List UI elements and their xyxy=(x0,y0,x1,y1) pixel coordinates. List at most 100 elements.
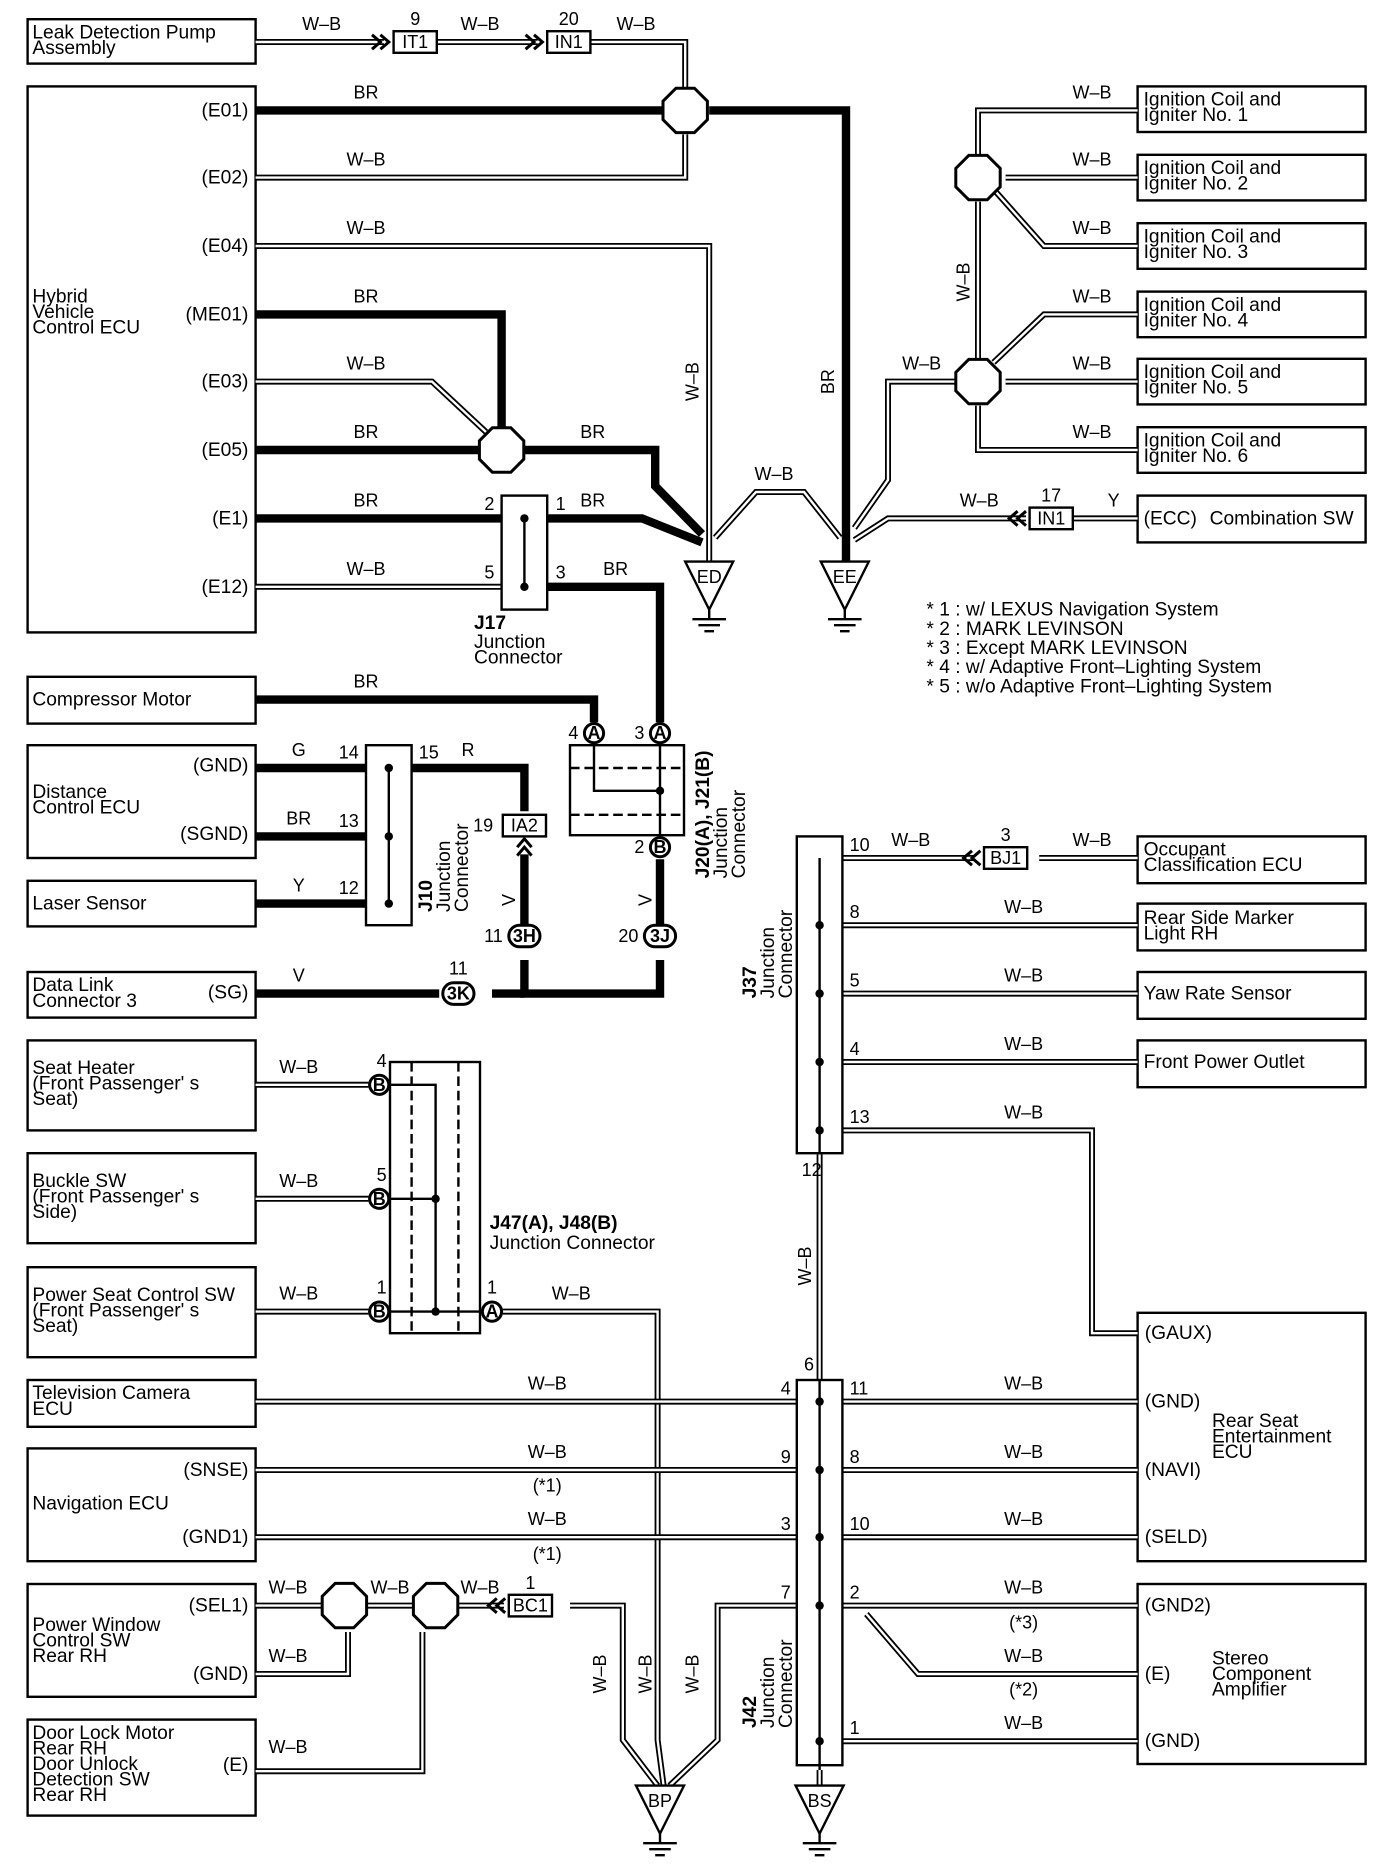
wires-layer xyxy=(255,39,1138,1789)
j20-pin-a-3: A xyxy=(648,722,672,745)
j17-pin-3: 3 xyxy=(556,562,566,582)
ground-ed-label: ED xyxy=(697,567,722,587)
wire-in1-to-splice xyxy=(590,39,689,88)
j10-title: J10 xyxy=(416,880,437,912)
note-3: (*3) xyxy=(1009,1612,1038,1632)
occupant-classification-ecu-box xyxy=(1136,835,1367,885)
wire-splice-to-ed xyxy=(524,445,706,537)
ground-ee-label: EE xyxy=(833,567,857,587)
wire-color-label-6: W–B xyxy=(346,218,385,238)
j37-dot-3 xyxy=(815,1057,824,1067)
components-layer xyxy=(26,18,1367,1817)
wire-color-label-11: BR xyxy=(353,490,378,510)
j47-pin-1: 1 xyxy=(487,1278,497,1298)
buckle-sw-name-line-3: Side) xyxy=(32,1202,77,1223)
wire-color-label-42: W–B xyxy=(1004,1646,1043,1666)
j20-j21-title: J20(A), J21(B) xyxy=(693,750,714,878)
j20-dashed xyxy=(570,766,685,817)
hv-ecu-pin-1: (E01) xyxy=(201,100,248,121)
connector-3j-pin: 20 xyxy=(618,926,638,946)
door-lock-motor-name-line-5: Rear RH xyxy=(32,1785,107,1806)
wire-j42-to-bp xyxy=(667,1602,797,1788)
wire-color-label-18: W–B xyxy=(1072,286,1111,306)
rear-seat-entertainment-ecu-name-line-1: Rear Seat xyxy=(1212,1411,1299,1432)
wire-color-label-24: Y xyxy=(1108,490,1120,510)
splice-e01 xyxy=(661,86,709,135)
wire-j17-to-ed xyxy=(547,514,704,547)
j42-dot-2 xyxy=(815,1465,824,1475)
wire-j42-stereo-e xyxy=(864,1612,1138,1678)
j42-dot-1 xyxy=(815,1397,824,1406)
wire-color-label-20: W–B xyxy=(1072,422,1111,442)
wire-color-label-1: W–B xyxy=(302,14,341,34)
stereo-amplifier-name-line-3: Amplifier xyxy=(1212,1680,1287,1701)
ignition-coil-5-name-line-1: Ignition Coil and xyxy=(1144,362,1282,383)
ignition-coil-4-name-line-2: Igniter No. 4 xyxy=(1144,310,1249,331)
legend-line-4: * 4 : w/ Adaptive Front–Lighting System xyxy=(926,657,1261,678)
wire-j17-to-j20 xyxy=(547,582,665,723)
power-window-pin-gnd: (GND) xyxy=(193,1664,248,1685)
wire-color-label-v-8: W–B xyxy=(636,1654,656,1693)
connector-in1-lower-label: IN1 xyxy=(1037,508,1065,528)
ignition-coil-2-name-line-2: Igniter No. 2 xyxy=(1144,174,1249,195)
television-camera-ecu-name-line-2: ECU xyxy=(32,1399,73,1420)
door-lock-motor-name-line-4: Detection SW xyxy=(32,1770,150,1791)
hv-ecu-pin-8: (E12) xyxy=(201,577,248,598)
j42-pin-6: 6 xyxy=(804,1354,814,1374)
seat-heater-box xyxy=(26,1039,257,1132)
j42-right-pin-5: 1 xyxy=(850,1718,860,1738)
ignition-coil-2-name-line-1: Ignition Coil and xyxy=(1144,158,1282,179)
rear-seat-entertainment-ecu-name-line-3: ECU xyxy=(1212,1442,1253,1463)
j42-left-pin-1: 4 xyxy=(781,1378,791,1398)
wire-color-label-31: W–B xyxy=(279,1057,318,1077)
ignition-coil-1-box xyxy=(1136,85,1367,134)
stereo-pin-1: (GND2) xyxy=(1145,1596,1211,1617)
ignition-coil-6-box xyxy=(1136,426,1367,475)
seat-heater-name-line-2: (Front Passenger' s xyxy=(32,1074,199,1095)
wire-color-label-17: W–B xyxy=(1072,218,1111,238)
legend-line-1: * 1 : w/ LEXUS Navigation System xyxy=(926,600,1218,621)
wire-color-label-45: W–B xyxy=(1072,830,1111,850)
ignition-coil-4-name-line-1: Ignition Coil and xyxy=(1144,295,1282,316)
wire-3h-3j-link xyxy=(520,960,665,998)
j10-sub-2: Connector xyxy=(452,823,473,912)
hv-ecu-pin-3: (E04) xyxy=(201,236,248,257)
data-link-connector-name-line-2: Connector 3 xyxy=(32,991,137,1012)
connector-ia2-pin: 19 xyxy=(473,816,493,836)
ground-bs xyxy=(793,1784,846,1857)
wire-color-label-9: BR xyxy=(353,422,378,442)
connector-bc1-pin: 1 xyxy=(525,1573,535,1593)
wire-bc1-to-bp xyxy=(570,1602,660,1788)
wire-e02-to-splice xyxy=(255,134,689,181)
j10-pin-14: 14 xyxy=(339,742,359,762)
connector-3k: 3K xyxy=(441,981,476,1006)
wire-color-label-54: W–B xyxy=(268,1737,307,1757)
rear-side-marker-name-line-1: Rear Side Marker xyxy=(1144,908,1295,929)
wire-color-label-41: W–B xyxy=(1004,1578,1043,1598)
wire-color-label-29: Y xyxy=(293,876,305,896)
ground-bp-label: BP xyxy=(648,1791,672,1811)
rear-seat-entertainment-ecu-name-line-2: Entertainment xyxy=(1212,1426,1332,1447)
wire-color-label-47: W–B xyxy=(1004,966,1043,986)
ground-bs-label: BS xyxy=(808,1791,832,1811)
wire-color-label-19: W–B xyxy=(1072,354,1111,374)
note-1-gnd1: (*1) xyxy=(533,1544,562,1564)
occupant-classification-ecu-name-line-1: Occupant xyxy=(1144,840,1227,861)
wire-color-label-21: W–B xyxy=(902,354,941,374)
ground-ee xyxy=(818,560,871,633)
j47-pin-a-1-letter: A xyxy=(486,1302,499,1322)
wire-ign1 xyxy=(975,107,1138,157)
stereo-pin-3: (GND) xyxy=(1145,1731,1200,1752)
j10-dot-2 xyxy=(384,832,394,841)
wire-color-label-22: W–B xyxy=(754,464,793,484)
stereo-amplifier-name-line-1: Stereo xyxy=(1212,1648,1269,1669)
wire-color-label-v-9: W–B xyxy=(682,1654,702,1693)
wire-color-label-26: G xyxy=(292,740,306,760)
legend-line-3: * 3 : Except MARK LEVINSON xyxy=(926,638,1187,659)
stereo-amplifier-name-line-2: Component xyxy=(1212,1664,1312,1685)
j17-dot-2 xyxy=(520,582,529,591)
wire-color-label-35: W–B xyxy=(528,1374,567,1394)
